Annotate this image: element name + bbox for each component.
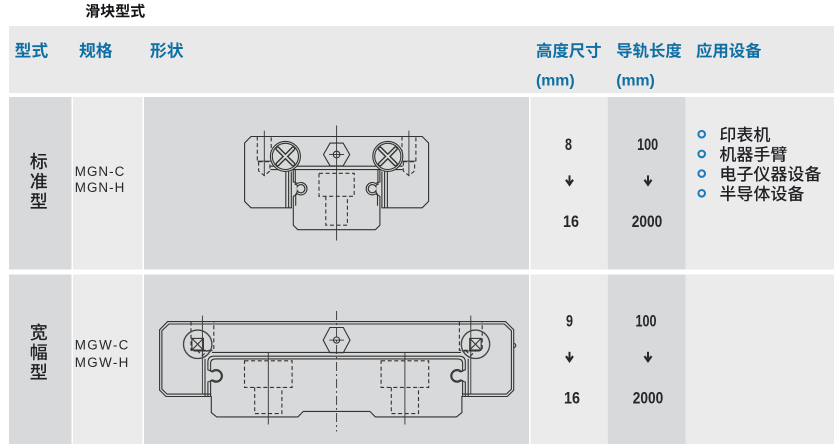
svg-text:2000: 2000 xyxy=(633,389,664,408)
svg-text:MGN-H: MGN-H xyxy=(75,180,125,195)
svg-text:(mm): (mm) xyxy=(616,73,655,90)
svg-text:MGW-H: MGW-H xyxy=(75,355,129,370)
svg-text:100: 100 xyxy=(636,312,657,331)
svg-text:9: 9 xyxy=(566,312,573,331)
svg-text:MGW-C: MGW-C xyxy=(75,337,129,352)
svg-text:MGN-C: MGN-C xyxy=(75,164,125,179)
svg-text:(mm): (mm) xyxy=(536,73,575,90)
svg-text:2000: 2000 xyxy=(632,212,663,231)
svg-text:16: 16 xyxy=(564,389,580,408)
svg-text:16: 16 xyxy=(563,212,579,231)
svg-text:100: 100 xyxy=(637,135,658,154)
svg-text:8: 8 xyxy=(565,135,572,154)
